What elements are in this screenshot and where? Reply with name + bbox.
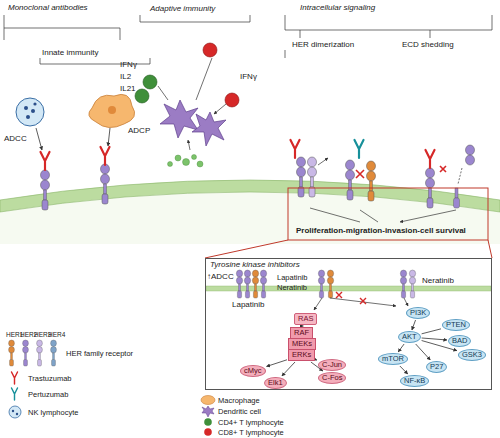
section-title: ECD shedding [402,40,454,50]
legend-text: Dendritic cell [218,407,261,416]
node-label: GSK3 [462,350,482,359]
kinase-ellipse: PI3K [406,307,430,319]
node-label: PI3K [410,308,426,317]
node-label: Elk1 [268,378,283,387]
node-label: C-Jun [322,360,342,369]
node-label: MEKs [292,339,312,348]
pathway-arrow [412,320,416,330]
cytokine-label: IFNγ [120,60,137,70]
node-label: C-Fos [322,373,342,382]
section-bracket [4,15,492,64]
outcome-label: Proliferation-migration-invasion-cell su… [296,226,466,236]
legend-text: CD4+ T lymphocyte [218,418,284,427]
pathway-arrow [422,329,441,334]
panel-title: Tyrosine kinase inhibitors [210,260,300,270]
section-title: Adaptive immunity [150,4,215,14]
pathway-arrow [398,344,404,352]
protein-ellipse: BAD [448,335,471,347]
macrophage [89,94,135,127]
node-label: mTOR [382,354,404,363]
legend-text: Macrophage [218,396,260,405]
legend-text: Trastuzumab [28,374,72,383]
legend-text: Pertuzumab [28,390,68,399]
node-label: NF-κB [404,376,425,385]
section-title: HER dimerization [292,40,354,50]
membrane-band [0,180,500,212]
pathway-arrow [400,366,408,374]
pathway-arrow [416,344,431,360]
node-label: AKT [402,332,417,341]
section-title: Intracellular signaling [300,3,375,13]
cytokine-label: IL21 [120,84,136,94]
cytokine-label: IL2 [120,72,131,82]
pathway-arrow [422,338,447,340]
effect-label: ↑ADCC [207,272,234,282]
node-label: RAS [298,314,313,323]
mechanism-label: ADCP [128,126,150,136]
cytokine-label: IFNγ [240,72,257,82]
node-label: RAF [294,328,309,337]
legend-text: CD8+ T lymphocyte [218,428,284,437]
kinase-box: ERKs [288,349,315,361]
drug-label: Neratinib [422,276,454,286]
drug-label: Lapatinib Neratinib [277,273,315,293]
section-title: Monoclonal antibodies [8,3,88,13]
node-label: cMyc [244,366,262,375]
transcription-factor: cMyc [240,365,266,377]
section-title: Innate immunity [42,48,98,58]
protein-ellipse: P27 [426,361,447,373]
drug-label: Lapatinib [232,300,264,310]
transcription-factor: C-Jun [318,359,346,371]
transcription-factor: Elk1 [264,377,287,389]
pathway-arrow [267,360,288,367]
node-label: ERKs [292,350,311,359]
pathway-arrow [316,359,318,360]
mechanism-label: ADCC [4,134,27,144]
gtpase-box: RAS [294,313,317,325]
legend-text: NK lymphocyte [28,408,78,417]
transcription-factor: NF-κB [400,375,429,387]
dendritic-cell [160,100,226,146]
kinase-ellipse: AKT [398,331,421,343]
legend-text: HER family receptor [66,349,133,358]
node-label: PTEN [446,320,466,329]
receptor-name: HER4 [48,330,65,340]
pathway-arrow [282,362,295,376]
cell-membrane [0,180,500,438]
kinase-ellipse: GSK3 [458,349,486,361]
transcription-factor: C-Fos [318,372,346,384]
node-label: P27 [430,362,443,371]
kinase-ellipse: mTOR [378,353,408,365]
nk-cell [16,98,44,126]
phosphatase-ellipse: PTEN [442,319,470,331]
node-label: BAD [452,336,467,345]
